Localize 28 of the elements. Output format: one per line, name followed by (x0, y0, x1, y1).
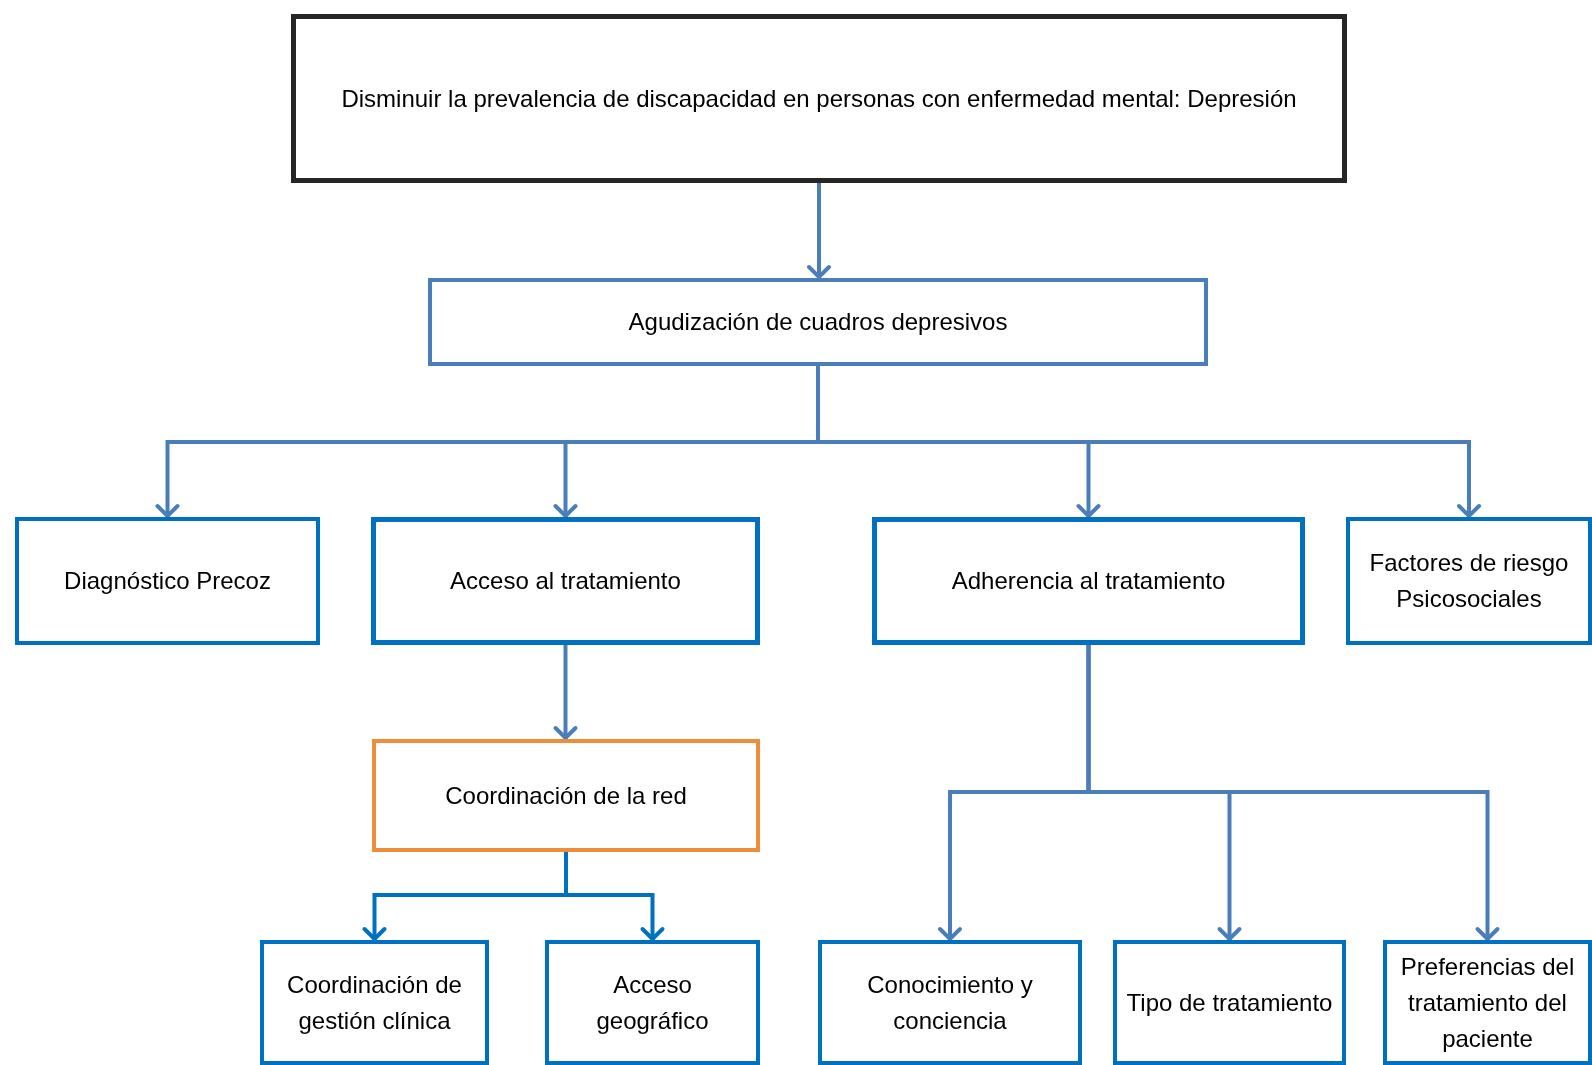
process-box (1383, 940, 1592, 1065)
process-box (1113, 940, 1346, 1065)
process-box (428, 278, 1208, 366)
goal-box (291, 14, 1347, 183)
box-label: Agudización de cuadros depresivos (628, 307, 1008, 337)
box-label: Tipo de tratamiento (1126, 987, 1333, 1018)
box-label: Coordinación de gestión clínica (286, 969, 463, 1036)
process-box (818, 940, 1082, 1065)
box-label: Diagnóstico Precoz (64, 566, 271, 596)
arrow (564, 852, 665, 941)
box-label: Adherencia al tratamiento (951, 566, 1226, 596)
box-label: Acceso geográfico (595, 969, 710, 1036)
box-label: Coordinación de la red (445, 780, 687, 811)
arrow (1086, 645, 1500, 941)
box-label: Preferencias del tratamiento del paciente (1399, 951, 1576, 1054)
process-box (872, 517, 1305, 645)
box-label: Conocimiento y conciencia (866, 969, 1034, 1036)
box-label: Factores de riesgo Psicosociales (1368, 548, 1570, 614)
arrow (553, 645, 578, 740)
process-box (15, 517, 320, 645)
process-box (372, 739, 760, 852)
process-box (371, 517, 760, 645)
process-box (1346, 517, 1592, 645)
arrow (807, 183, 831, 279)
box-label: Disminuir la prevalencia de discapacidad en personas con enfermedad mental: Depresión (341, 83, 1297, 114)
process-box (260, 940, 489, 1065)
box-label: Acceso al tratamiento (450, 566, 681, 596)
process-box (545, 940, 760, 1065)
